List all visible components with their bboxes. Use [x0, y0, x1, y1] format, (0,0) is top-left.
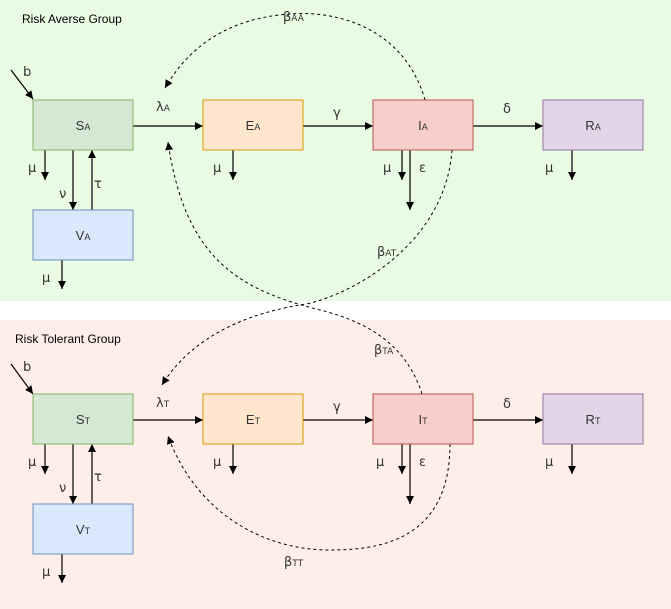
- compartment-vt[interactable]: VT: [32, 503, 134, 555]
- param-delta-tolerant: δ: [503, 397, 511, 412]
- param-beta-at: βAT: [377, 245, 397, 260]
- param-tau-averse: τ: [94, 177, 102, 192]
- param-mu-it: μ: [376, 455, 384, 470]
- compartment-st-subscript: T: [85, 416, 91, 426]
- compartment-va[interactable]: VA: [32, 209, 134, 261]
- param-mu-ra: μ: [545, 161, 553, 176]
- param-birth-tolerant: b: [23, 360, 31, 375]
- compartment-it-subscript: T: [422, 416, 428, 426]
- compartment-sa-subscript: A: [84, 122, 90, 132]
- compartment-ra-subscript: A: [595, 122, 601, 132]
- svg-text:EA: EA: [246, 118, 261, 133]
- compartment-st[interactable]: ST: [32, 393, 134, 445]
- svg-text:ET: ET: [246, 412, 261, 427]
- svg-text:ST: ST: [76, 412, 91, 427]
- svg-text:VA: VA: [76, 228, 91, 243]
- risk-tolerant-group-panel: [0, 320, 671, 609]
- compartment-vt-label: V: [76, 522, 85, 537]
- param-gamma-averse: γ: [333, 106, 341, 121]
- compartment-va-label: V: [76, 228, 85, 243]
- param-beta-ta: βTA: [374, 343, 394, 358]
- transmission-curve-ta: [165, 141, 423, 395]
- param-mu-ea: μ: [213, 161, 221, 176]
- tolerant-flow-arrows: [10, 363, 576, 583]
- param-birth-averse: b: [23, 65, 31, 80]
- svg-text:IT: IT: [418, 412, 428, 427]
- svg-text:VT: VT: [76, 522, 91, 537]
- averse-flow-arrows: [10, 69, 576, 289]
- param-lambda-tolerant: λT: [156, 396, 170, 411]
- compartment-ia[interactable]: IA: [372, 99, 474, 151]
- param-nu-tolerant: ν: [59, 481, 66, 496]
- param-mu-st: μ: [28, 455, 36, 470]
- svg-text:RA: RA: [585, 118, 600, 133]
- param-epsilon-tolerant: ε: [419, 455, 426, 470]
- param-epsilon-averse: ε: [419, 161, 426, 176]
- param-delta-averse: δ: [503, 102, 511, 117]
- transmission-curves: [161, 13, 453, 551]
- compartment-vt-subscript: T: [85, 526, 91, 536]
- compartment-ea[interactable]: EA: [202, 99, 304, 151]
- compartment-st-label: S: [76, 412, 85, 427]
- transmission-curve-tt: [166, 435, 451, 551]
- param-mu-va: μ: [42, 271, 50, 286]
- param-mu-et: μ: [213, 455, 221, 470]
- compartment-et-subscript: T: [255, 416, 261, 426]
- param-mu-ia: μ: [383, 161, 391, 176]
- transmission-curve-aa: [164, 13, 426, 101]
- compartment-rt-subscript: T: [595, 416, 601, 426]
- compartment-et[interactable]: ET: [202, 393, 304, 445]
- birth-arrow-tolerant: [10, 363, 34, 395]
- param-mu-sa: μ: [28, 161, 36, 176]
- param-lambda-averse: λA: [156, 100, 171, 115]
- param-tau-tolerant: τ: [94, 470, 102, 485]
- compartment-va-subscript: A: [84, 232, 90, 242]
- param-beta-tt: βTT: [284, 555, 304, 570]
- compartment-rt[interactable]: RT: [542, 393, 644, 445]
- compartment-it[interactable]: IT: [372, 393, 474, 445]
- compartment-ra[interactable]: RA: [542, 99, 644, 151]
- compartment-sa-label: S: [76, 118, 85, 133]
- compartment-ea-label: E: [246, 118, 255, 133]
- param-nu-averse: ν: [59, 187, 66, 202]
- compartment-ia-label: I: [418, 118, 422, 133]
- compartment-ea-subscript: A: [254, 122, 260, 132]
- compartment-sa[interactable]: SA: [32, 99, 134, 151]
- svg-text:IA: IA: [418, 118, 428, 133]
- param-gamma-tolerant: γ: [333, 400, 341, 415]
- svg-text:RT: RT: [586, 412, 601, 427]
- birth-arrow-averse: [10, 69, 34, 100]
- risk-tolerant-group-title: Risk Tolerant Group: [15, 332, 121, 346]
- compartment-it-label: I: [418, 412, 422, 427]
- param-mu-rt: μ: [545, 455, 553, 470]
- transmission-curve-at: [161, 149, 453, 386]
- compartment-ia-subscript: A: [422, 122, 428, 132]
- param-beta-aa: βAA: [283, 10, 305, 25]
- compartment-ra-label: R: [585, 118, 594, 133]
- compartment-rt-label: R: [586, 412, 595, 427]
- param-mu-vt: μ: [42, 565, 50, 580]
- compartment-et-label: E: [246, 412, 255, 427]
- svg-text:SA: SA: [76, 118, 91, 133]
- risk-averse-group-title: Risk Averse Group: [22, 12, 122, 26]
